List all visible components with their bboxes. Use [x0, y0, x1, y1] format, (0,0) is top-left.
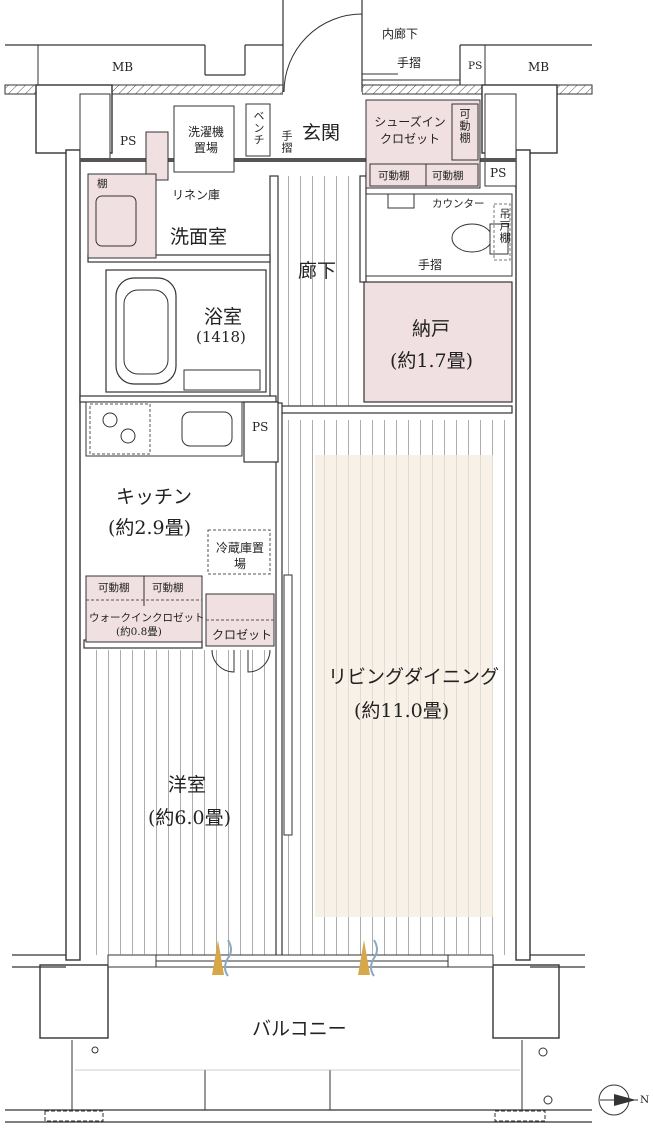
closet-door-left [211, 649, 235, 673]
bath-label: 浴室 [204, 306, 243, 328]
toilet-handrail-label: 手摺 [418, 258, 443, 272]
toilet [451, 223, 493, 253]
ps-label-kitchen: PS [252, 420, 269, 434]
bench-label: ベンチ [252, 110, 265, 146]
wic-label: ウォークインクロゼット [89, 612, 205, 624]
ps-label-top: PS [468, 60, 483, 72]
stove [89, 403, 151, 455]
laundry-label: 洗濯機置場 [187, 125, 224, 155]
shoes-shelf-label-1: 可動棚 [378, 170, 410, 182]
bath-size-label: (1418) [196, 328, 246, 346]
corridor-outside-label: 内廊下 [382, 27, 419, 41]
storage-size-label: (約1.7畳) [390, 350, 474, 372]
ps-label-left: PS [120, 134, 137, 148]
burner-1 [102, 412, 118, 428]
hanging-shelf-label: 吊戸棚 [498, 208, 511, 244]
shoes-shelf-label-2: 可動棚 [432, 170, 464, 182]
fridge-label: 冷蔵庫置場 [215, 541, 264, 571]
washroom-shelf-label: 棚 [97, 178, 108, 190]
bath-counter [183, 369, 261, 391]
balcony-windows [155, 954, 449, 968]
storage-room [363, 281, 513, 403]
entrance-door [283, 13, 363, 96]
storage-label: 納戸 [412, 318, 451, 340]
north-arrow-icon [598, 1084, 638, 1116]
kitchen-label: キッチン [116, 486, 193, 508]
linen-label: リネン庫 [172, 188, 221, 202]
kitchen-sink [181, 411, 233, 447]
mb-label-left: MB [112, 60, 134, 74]
balcony-label: バルコニー [252, 1018, 347, 1040]
closet-label: クロゼット [212, 628, 273, 642]
washroom-label: 洗面室 [170, 226, 228, 248]
unit-outer-walls [12, 93, 585, 968]
mb-label-right: MB [528, 60, 550, 74]
balcony-railing [5, 1040, 592, 1123]
burner-2 [120, 428, 136, 444]
wic-shelf-label-1: 可動棚 [98, 582, 130, 594]
shoes-closet-shelf [451, 103, 479, 161]
western-room-size-label: (約6.0畳) [148, 807, 232, 829]
bench [245, 103, 271, 157]
linen-cabinet [145, 131, 169, 181]
entrance-label: 玄関 [302, 122, 341, 144]
wic-size-label: (約0.8畳) [116, 626, 162, 638]
sliding-partition [283, 574, 293, 836]
fridge-space [207, 529, 271, 575]
floor-finishes [88, 176, 512, 955]
closet-door-right [247, 649, 271, 673]
north-label: N [640, 1094, 650, 1106]
bathtub-inner [123, 289, 169, 375]
laundry-space [173, 105, 235, 173]
entrance-handrail-label: 手摺 [280, 130, 293, 154]
shoes-closet-label: シューズインクロゼット [374, 115, 446, 146]
wic-shelf-label-2: 可動棚 [152, 582, 184, 594]
living-size-label: (約11.0畳) [354, 700, 450, 722]
hanging-shelf [493, 203, 511, 261]
western-room-label: 洋室 [168, 774, 207, 796]
shoes-closet-shelf-vertical-label: 可動棚 [458, 108, 471, 144]
living-label: リビングダイニング [328, 666, 500, 688]
handrail-label: 手摺 [397, 56, 422, 70]
interior-walls [79, 171, 513, 964]
shoes-closet-shelf-2 [425, 163, 479, 187]
ventilation-icons [212, 939, 378, 977]
kitchen-size-label: (約2.9畳) [108, 517, 192, 539]
washbasin [95, 195, 137, 247]
toilet-counter [387, 193, 415, 209]
counter-label: カウンター [432, 198, 485, 210]
hallway-label: 廊下 [298, 260, 337, 282]
ps-label-right: PS [490, 166, 507, 180]
